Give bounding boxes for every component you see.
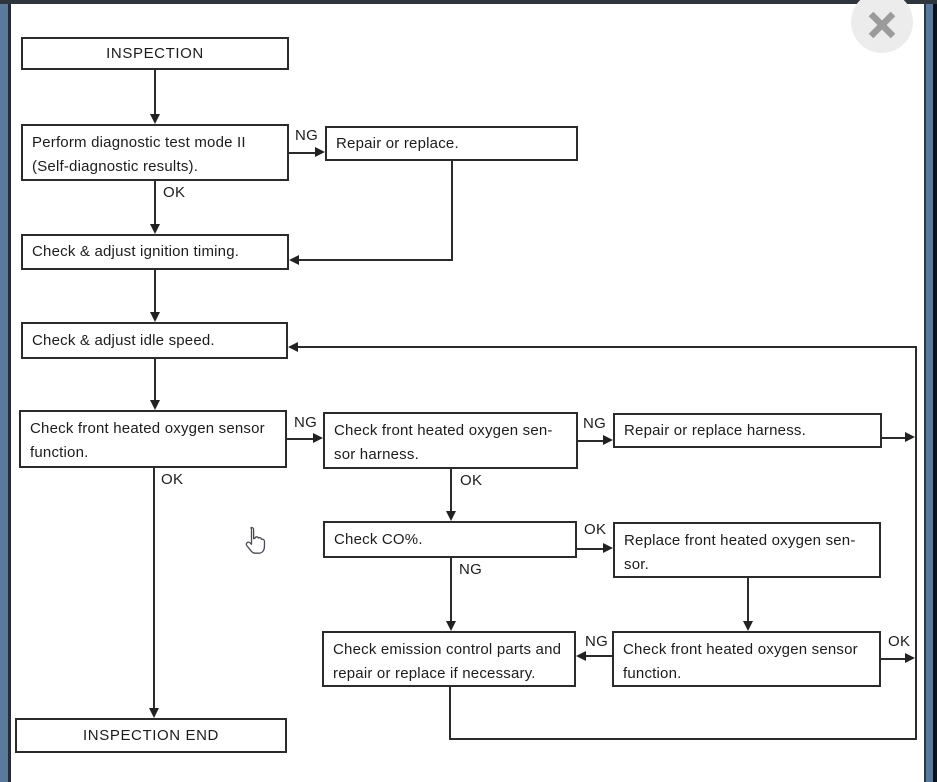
arrowhead-icon: [315, 147, 325, 157]
connector-line: [153, 468, 155, 708]
arrowhead-icon: [905, 653, 915, 663]
connector-line: [450, 469, 452, 512]
connector-line: [287, 438, 313, 440]
flow-node-sensor-function-1: Check front heated oxygen sensor functio…: [19, 410, 287, 468]
connector-line: [451, 161, 453, 261]
connector-line: [882, 437, 906, 439]
viewer-top-border: [0, 0, 937, 4]
viewer-left-edge: [0, 0, 8, 782]
flow-node-check-co: Check CO%.: [323, 521, 577, 558]
edge-label-ok: OK: [161, 471, 184, 488]
viewer-right-frame: [933, 0, 937, 782]
connector-line: [915, 346, 917, 740]
arrowhead-icon: [150, 224, 160, 234]
arrowhead-icon: [289, 255, 299, 265]
flow-node-idle-speed: Check & adjust idle speed.: [21, 322, 288, 359]
flow-node-inspection-end: INSPECTION END: [15, 718, 287, 753]
edge-label-ok: OK: [888, 633, 911, 650]
connector-line: [154, 359, 156, 402]
edge-label-ok: OK: [584, 521, 607, 538]
connector-line: [449, 687, 451, 740]
connector-line: [289, 152, 317, 154]
connector-line: [881, 658, 906, 660]
flow-node-replace-sensor: Replace front heated oxygen sen- sor.: [613, 522, 881, 578]
arrowhead-icon: [603, 543, 613, 553]
connector-line: [450, 558, 452, 622]
arrowhead-icon: [150, 114, 160, 124]
arrowhead-icon: [313, 433, 323, 443]
connector-line: [296, 346, 917, 348]
connector-line: [449, 738, 917, 740]
connector-line: [154, 181, 156, 226]
edge-label-ng: NG: [583, 415, 607, 432]
edge-label-ng: NG: [585, 633, 609, 650]
close-icon: [868, 11, 896, 39]
close-button[interactable]: [851, 0, 913, 53]
viewer-right-edge: [926, 0, 933, 782]
arrowhead-icon: [150, 400, 160, 410]
viewer-left-border: [8, 0, 11, 782]
arrowhead-icon: [446, 621, 456, 631]
edge-label-ok: OK: [163, 184, 186, 201]
arrowhead-icon: [288, 342, 298, 352]
connector-line: [747, 578, 749, 622]
arrowhead-icon: [905, 432, 915, 442]
flow-node-emission-parts: Check emission control parts and repair …: [322, 631, 576, 687]
flow-node-sensor-function-2: Check front heated oxygen sensor functio…: [612, 631, 881, 687]
arrowhead-icon: [576, 651, 586, 661]
edge-label-ng: NG: [295, 127, 319, 144]
flow-node-perform-diagnostic: Perform diagnostic test mode II (Self-di…: [21, 124, 289, 181]
edge-label-ng: NG: [294, 414, 318, 431]
arrowhead-icon: [150, 312, 160, 322]
arrowhead-icon: [743, 621, 753, 631]
connector-line: [577, 548, 604, 550]
viewer-right-border: [924, 0, 926, 782]
flow-node-inspection: INSPECTION: [21, 37, 289, 70]
flow-node-repair-or-replace: Repair or replace.: [325, 126, 578, 161]
flow-node-ignition-timing: Check & adjust ignition timing.: [21, 234, 289, 270]
arrowhead-icon: [446, 511, 456, 521]
connector-line: [297, 259, 453, 261]
flow-node-sensor-harness: Check front heated oxygen sen- sor harne…: [323, 412, 578, 469]
connector-line: [586, 655, 612, 657]
arrowhead-icon: [603, 435, 613, 445]
connector-line: [578, 440, 604, 442]
connector-line: [154, 70, 156, 116]
edge-label-ok: OK: [460, 472, 483, 489]
flow-node-repair-harness: Repair or replace harness.: [613, 413, 882, 448]
arrowhead-icon: [149, 708, 159, 718]
connector-line: [154, 270, 156, 314]
cursor-pointer-icon: [243, 526, 267, 562]
edge-label-ng: NG: [459, 561, 483, 578]
